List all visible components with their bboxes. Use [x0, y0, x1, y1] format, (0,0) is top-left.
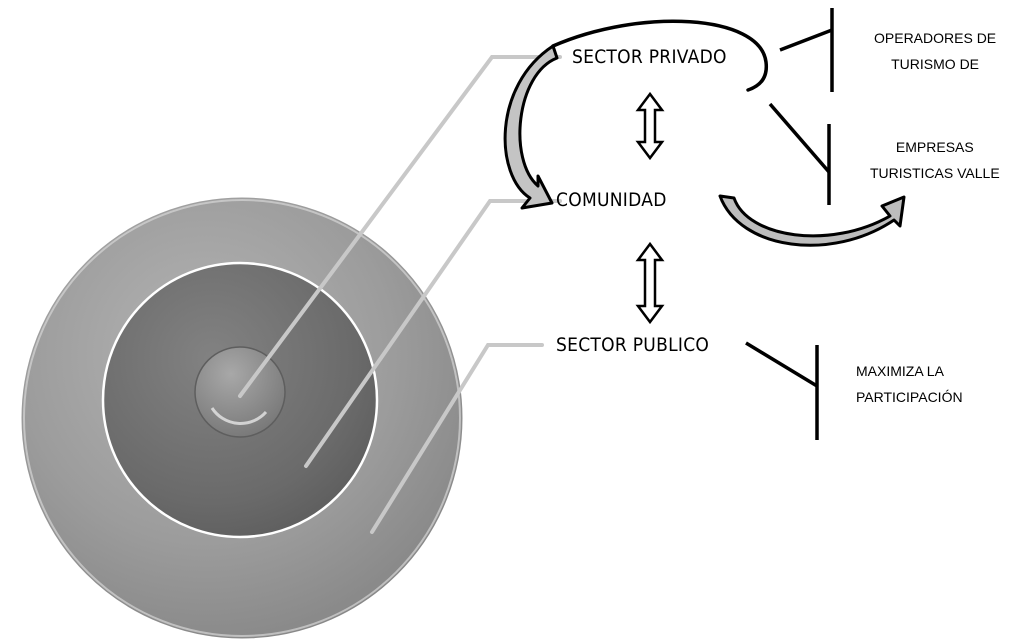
maximiza-line-1: MAXIMIZA LA — [856, 363, 944, 379]
maximiza-annotation: MAXIMIZA LA PARTICIPACIÓN — [856, 358, 963, 410]
bracket-operadores-diag — [779, 28, 833, 52]
operadores-line-1: OPERADORES DE — [874, 30, 997, 46]
bracket-empresas-diag — [768, 102, 831, 174]
sector-privado-label: SECTOR PRIVADO — [572, 46, 727, 68]
double-arrow-lower — [635, 241, 665, 325]
outer-ring-highlight — [23, 199, 461, 637]
empresas-line-2: TURISTICAS VALLE — [870, 165, 1000, 181]
bracket-maximiza-diag — [745, 341, 818, 388]
connector-outer — [370, 343, 544, 534]
arc-over-privado — [551, 19, 769, 92]
operadores-line-2: TURISMO DE — [891, 56, 980, 72]
empresas-annotation: EMPRESAS TURISTICAS VALLE — [870, 134, 1000, 186]
inner-disc-highlight — [210, 407, 268, 425]
empresas-line-1: EMPRESAS — [895, 139, 974, 155]
operadores-annotation: OPERADORES DE TURISMO DE — [874, 25, 996, 77]
concentric-circles — [18, 194, 466, 642]
comunidad-label: COMUNIDAD — [556, 189, 667, 211]
bracket-lines — [745, 8, 834, 440]
sector-publico-label: SECTOR PUBLICO — [556, 334, 710, 356]
double-arrow-upper — [635, 91, 665, 161]
maximiza-line-2: PARTICIPACIÓN — [856, 389, 963, 405]
curved-arrow-privado-comunidad — [503, 44, 559, 210]
curved-arrow-comunidad-empresas — [718, 194, 906, 247]
